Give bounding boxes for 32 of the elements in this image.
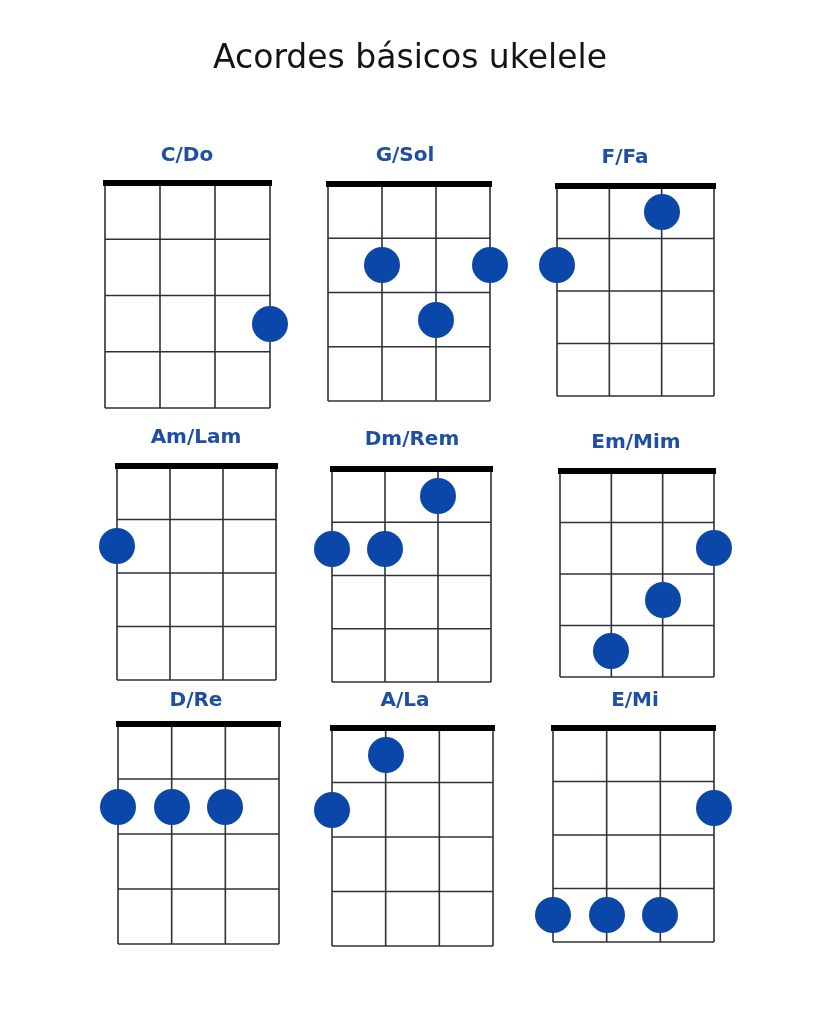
chord-name: C/Do <box>159 141 215 167</box>
finger-dot-icon <box>252 305 288 342</box>
finger-dot-icon <box>367 737 404 774</box>
finger-dot-icon <box>99 528 135 565</box>
chord-name: Am/Lam <box>149 423 243 449</box>
finger-dot-icon <box>420 477 456 514</box>
finger-dot-icon <box>418 301 454 338</box>
finger-dot-icon <box>472 247 508 284</box>
finger-dot-icon <box>314 791 350 828</box>
chord-name: Em/Mim <box>590 428 682 454</box>
chord-name: G/Sol <box>374 141 436 167</box>
finger-dot-icon <box>367 530 403 567</box>
page-title: Acordes básicos ukelele <box>212 36 608 78</box>
chord-name: F/Fa <box>600 143 650 169</box>
chord-name: D/Re <box>168 686 224 712</box>
finger-dot-icon <box>642 897 679 934</box>
finger-dot-icon <box>644 581 681 618</box>
finger-dot-icon <box>696 790 732 827</box>
finger-dot-icon <box>535 897 571 934</box>
finger-dot-icon <box>588 897 625 934</box>
finger-dot-icon <box>314 530 350 567</box>
finger-dot-icon <box>153 788 190 825</box>
finger-dot-icon <box>593 633 630 670</box>
finger-dot-icon <box>100 788 136 825</box>
finger-dot-icon <box>207 788 244 825</box>
chord-name: E/Mi <box>610 686 660 712</box>
chord-name: Dm/Rem <box>363 425 461 451</box>
finger-dot-icon <box>539 246 575 283</box>
finger-dot-icon <box>364 247 400 284</box>
finger-dot-icon <box>643 194 680 231</box>
chord-name: A/La <box>379 686 431 712</box>
finger-dot-icon <box>696 530 732 567</box>
